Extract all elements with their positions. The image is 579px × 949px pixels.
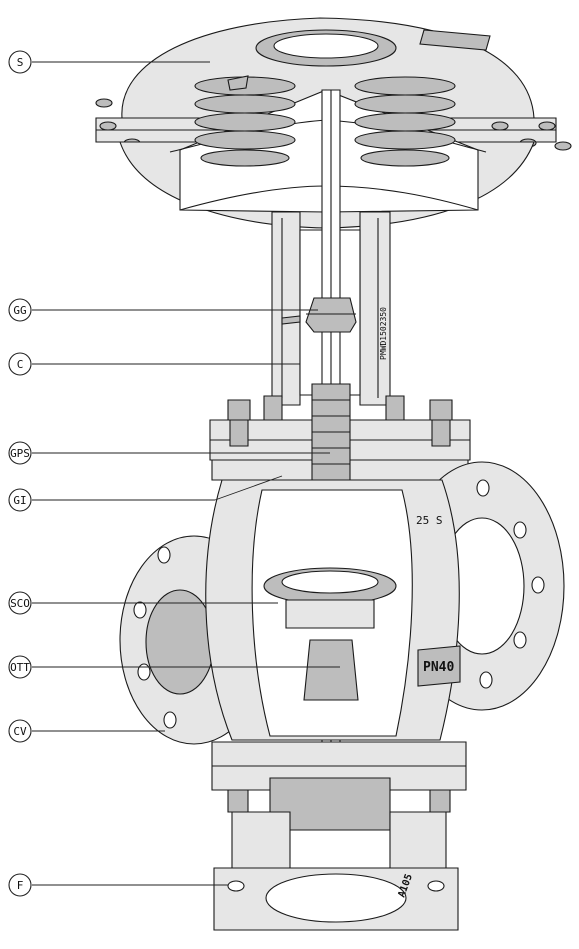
actuator-springs-left	[194, 76, 296, 167]
callout-GI: GI	[8, 475, 283, 512]
bottom-flange	[211, 741, 467, 931]
callout-label-SCO: SCO	[10, 597, 30, 610]
yoke-marking-text: PMWD1502350	[379, 307, 388, 360]
pressure-rating-text: PN40	[423, 660, 454, 675]
callout-label-GPS: GPS	[10, 447, 30, 460]
callout-label-CV: CV	[13, 725, 27, 738]
callout-C: C	[8, 352, 300, 376]
callout-label-S: S	[17, 56, 24, 69]
actuator-springs-right	[354, 76, 456, 167]
packing-box	[311, 383, 351, 489]
callout-label-OTT: OTT	[10, 661, 30, 674]
callout-F: F	[8, 873, 228, 897]
callout-GPS: GPS	[8, 441, 330, 465]
stem-connector	[281, 297, 357, 333]
callout-label-GG: GG	[13, 304, 26, 317]
pressure-rating-plate: PN40	[417, 645, 461, 687]
callout-S: S	[8, 50, 210, 74]
callout-CV: CV	[8, 719, 165, 743]
callout-label-F: F	[17, 879, 24, 892]
callout-GG: GG	[8, 298, 318, 322]
callout-SCO: SCO	[8, 591, 278, 615]
callout-label-C: C	[17, 358, 24, 371]
body-marking-text: 25 S	[416, 514, 443, 527]
body-flange-holes	[133, 479, 545, 729]
callout-label-GI: GI	[13, 494, 26, 507]
callout-OTT: OTT	[8, 655, 340, 679]
